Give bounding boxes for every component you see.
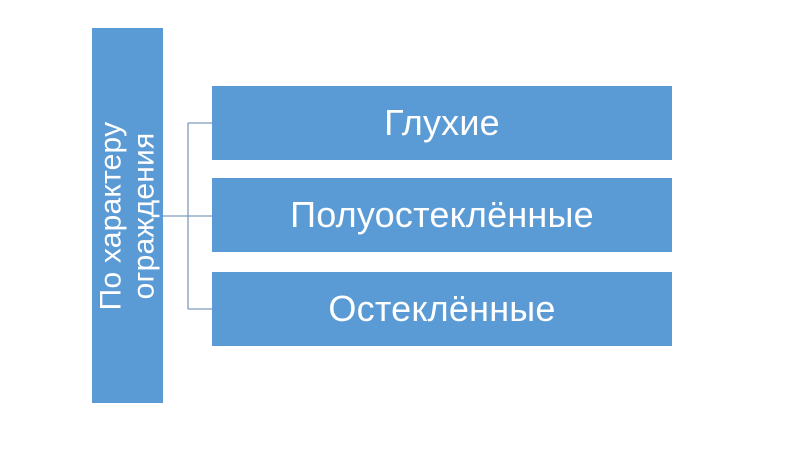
category-label: По характеру ограждения <box>94 121 161 310</box>
item-box-half-glazed: Полуостеклённые <box>212 178 672 252</box>
item-box-glazed: Остеклённые <box>212 272 672 346</box>
item-label-half-glazed: Полуостеклённые <box>290 194 594 235</box>
item-label-glazed: Остеклённые <box>328 288 556 329</box>
item-box-solid: Глухие <box>212 86 672 160</box>
category-box: По характеру ограждения <box>92 28 163 403</box>
item-label-solid: Глухие <box>384 102 500 143</box>
elbow-connector-path <box>163 122 212 310</box>
